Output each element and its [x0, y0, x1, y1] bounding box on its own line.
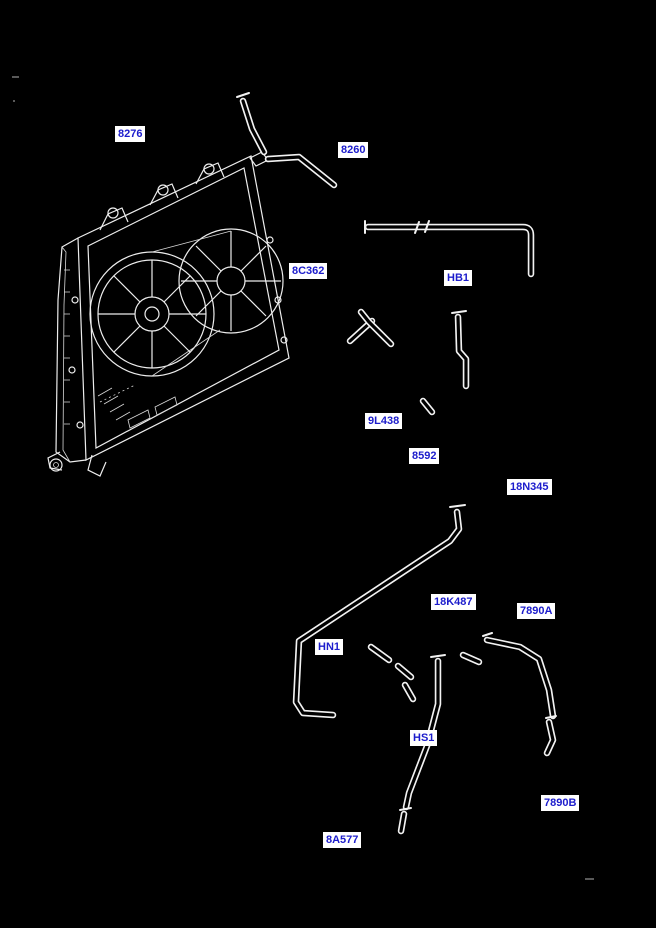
hose-9l438 — [454, 313, 470, 390]
hose-8276 — [239, 97, 268, 156]
part-label-7890b[interactable]: 7890B — [541, 795, 580, 811]
part-label-hn1[interactable]: HN1 — [315, 639, 344, 655]
hose-8a577 — [397, 810, 408, 835]
hose-stubs-center — [367, 643, 417, 703]
part-label-8592[interactable]: 8592 — [409, 448, 440, 464]
radiator-assembly — [47, 151, 290, 477]
part-label-18n345[interactable]: 18N345 — [507, 479, 552, 495]
part-label-7890a[interactable]: 7890A — [517, 603, 556, 619]
part-label-hb1[interactable]: HB1 — [444, 270, 473, 286]
hose-hb1 — [364, 223, 535, 278]
part-label-8276[interactable]: 8276 — [115, 126, 146, 142]
part-label-8260[interactable]: 8260 — [338, 142, 369, 158]
hose-hs1 — [402, 657, 442, 811]
hoses — [236, 92, 557, 835]
connector-8592 — [419, 397, 436, 416]
registration-marks — [12, 76, 594, 880]
hose-8c362 — [346, 308, 395, 348]
part-label-8a577[interactable]: 8A577 — [323, 832, 362, 848]
part-label-9l438[interactable]: 9L438 — [365, 413, 403, 429]
hose-end-caps — [236, 92, 557, 811]
fan-1 — [89, 251, 215, 377]
part-label-8c362[interactable]: 8C362 — [289, 263, 328, 279]
hose-7890b — [543, 718, 557, 757]
hose-hn1-18k487 — [292, 508, 463, 719]
part-label-hs1[interactable]: HS1 — [410, 730, 438, 746]
fan-2 — [178, 228, 284, 334]
hose-7890a — [459, 636, 557, 720]
hose-8260 — [264, 153, 338, 189]
part-label-18k487[interactable]: 18K487 — [431, 594, 476, 610]
